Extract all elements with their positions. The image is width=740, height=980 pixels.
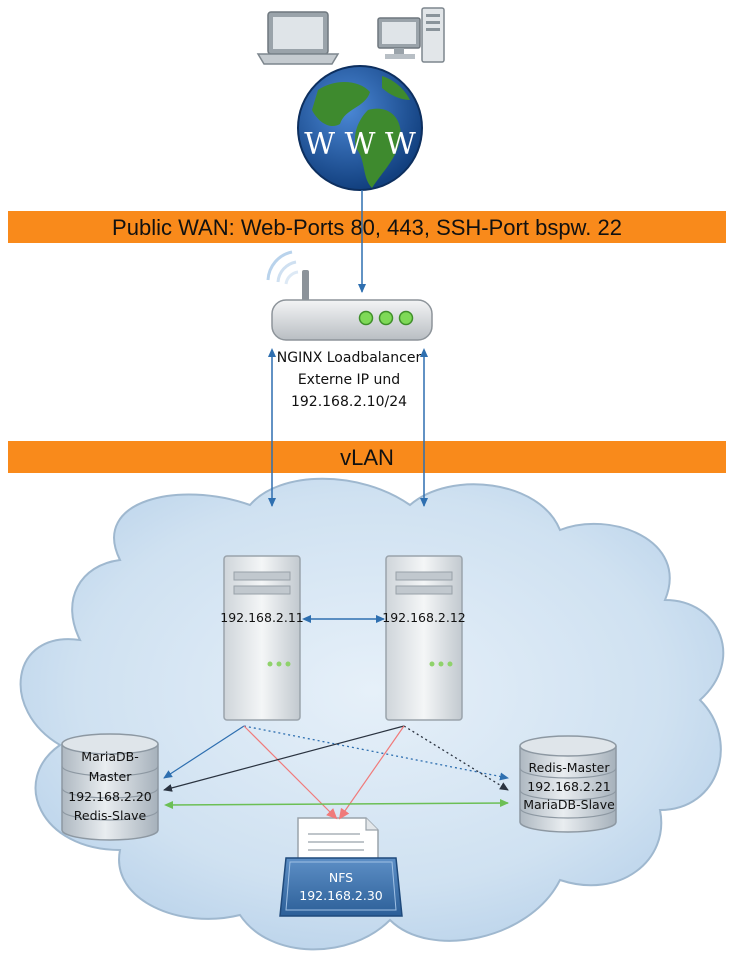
db-left-label-3: 192.168.2.20 <box>68 789 152 804</box>
wan-banner-label: Public WAN: Web-Ports 80, 443, SSH-Port … <box>112 215 622 240</box>
web-server-1-label: 192.168.2.11 <box>220 610 304 625</box>
loadbalancer-label-3: 192.168.2.10/24 <box>291 394 407 410</box>
desktop-pc-icon <box>377 7 445 63</box>
nfs-label-1: NFS <box>329 870 353 885</box>
web-server-1-icon <box>223 555 301 721</box>
web-server-2-label: 192.168.2.12 <box>382 610 466 625</box>
laptop-icon <box>256 11 340 65</box>
nfs-icon <box>279 817 403 917</box>
router-icon <box>266 250 433 341</box>
web-server-2-icon <box>385 555 463 721</box>
database-right-icon <box>519 735 617 833</box>
db-right-label-2: 192.168.2.21 <box>527 779 611 794</box>
db-right-label-3: MariaDB-Slave <box>523 797 615 812</box>
wan-banner <box>8 211 726 243</box>
web2-dbleft-arrow <box>163 725 405 792</box>
db-replication-arrow <box>164 799 509 809</box>
db-left-label-2: Master <box>89 769 133 784</box>
vlan-banner-label: vLAN <box>340 445 394 470</box>
nfs-label-2: 192.168.2.30 <box>299 888 383 903</box>
db-left-label-1: MariaDB- <box>81 749 138 764</box>
globe-label: W W W <box>304 127 416 162</box>
db-right-label-1: Redis-Master <box>529 760 611 775</box>
vlan-banner <box>8 441 726 473</box>
loadbalancer-label-1: NGINX Loadbalancer <box>277 350 422 366</box>
loadbalancer-label-2: Externe IP und <box>298 372 400 388</box>
db-left-label-4: Redis-Slave <box>74 808 147 823</box>
web2-dbright-arrow <box>403 725 509 791</box>
database-left-icon <box>61 733 159 841</box>
globe-icon: W W W <box>297 65 423 191</box>
web1-dbleft-arrow <box>163 725 245 779</box>
